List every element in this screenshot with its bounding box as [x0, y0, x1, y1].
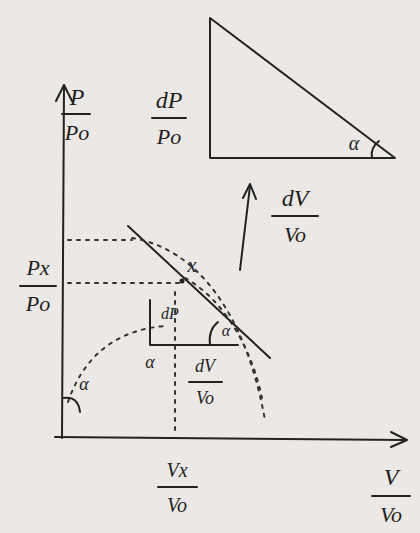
- fraction-bar: [158, 486, 197, 488]
- side-label: dV: [282, 186, 309, 210]
- point: [180, 279, 185, 284]
- fraction-bar: [20, 285, 56, 287]
- axis-label: V: [384, 465, 399, 489]
- curve: [185, 278, 262, 398]
- side-label: Vo: [196, 389, 214, 407]
- side-label: dP: [156, 88, 183, 112]
- arrow-head: [243, 184, 256, 199]
- side-label: dV: [195, 357, 215, 375]
- axis-arrow: [56, 85, 72, 101]
- fraction-bar: [372, 495, 410, 497]
- axis-value: Px: [26, 257, 49, 279]
- side-label: dP: [161, 306, 179, 322]
- angle-label: α: [79, 375, 88, 393]
- guide-line: [68, 239, 132, 241]
- angle-label: α: [145, 353, 154, 371]
- fraction-bar: [152, 117, 186, 119]
- angle-mark: [210, 322, 218, 345]
- angle-mark: [372, 141, 379, 158]
- fraction-bar: [189, 381, 222, 383]
- axis-value: Vo: [167, 495, 187, 515]
- axis-value: Po: [26, 293, 50, 315]
- curve: [132, 238, 265, 420]
- point-label: x: [188, 255, 197, 275]
- angle-mark: [64, 398, 80, 412]
- side-label: Po: [157, 126, 181, 148]
- side-label: Vo: [284, 224, 306, 246]
- y-axis: [62, 85, 64, 438]
- tangent-line: [128, 226, 270, 358]
- axis-label: Vo: [380, 504, 402, 526]
- axis-label: P: [70, 85, 85, 109]
- triangle: [210, 18, 395, 158]
- fraction-bar: [62, 113, 90, 115]
- angle-label: α: [222, 323, 230, 339]
- axis-value: Vx: [166, 460, 187, 480]
- angle-arc: [68, 326, 165, 402]
- axis-label: Po: [65, 122, 89, 144]
- guide-line: [68, 282, 180, 284]
- fraction-bar: [272, 215, 318, 217]
- pointer-arrow: [240, 186, 250, 270]
- axis-arrow: [391, 432, 407, 447]
- angle-label: α: [349, 133, 360, 153]
- x-axis: [55, 437, 405, 440]
